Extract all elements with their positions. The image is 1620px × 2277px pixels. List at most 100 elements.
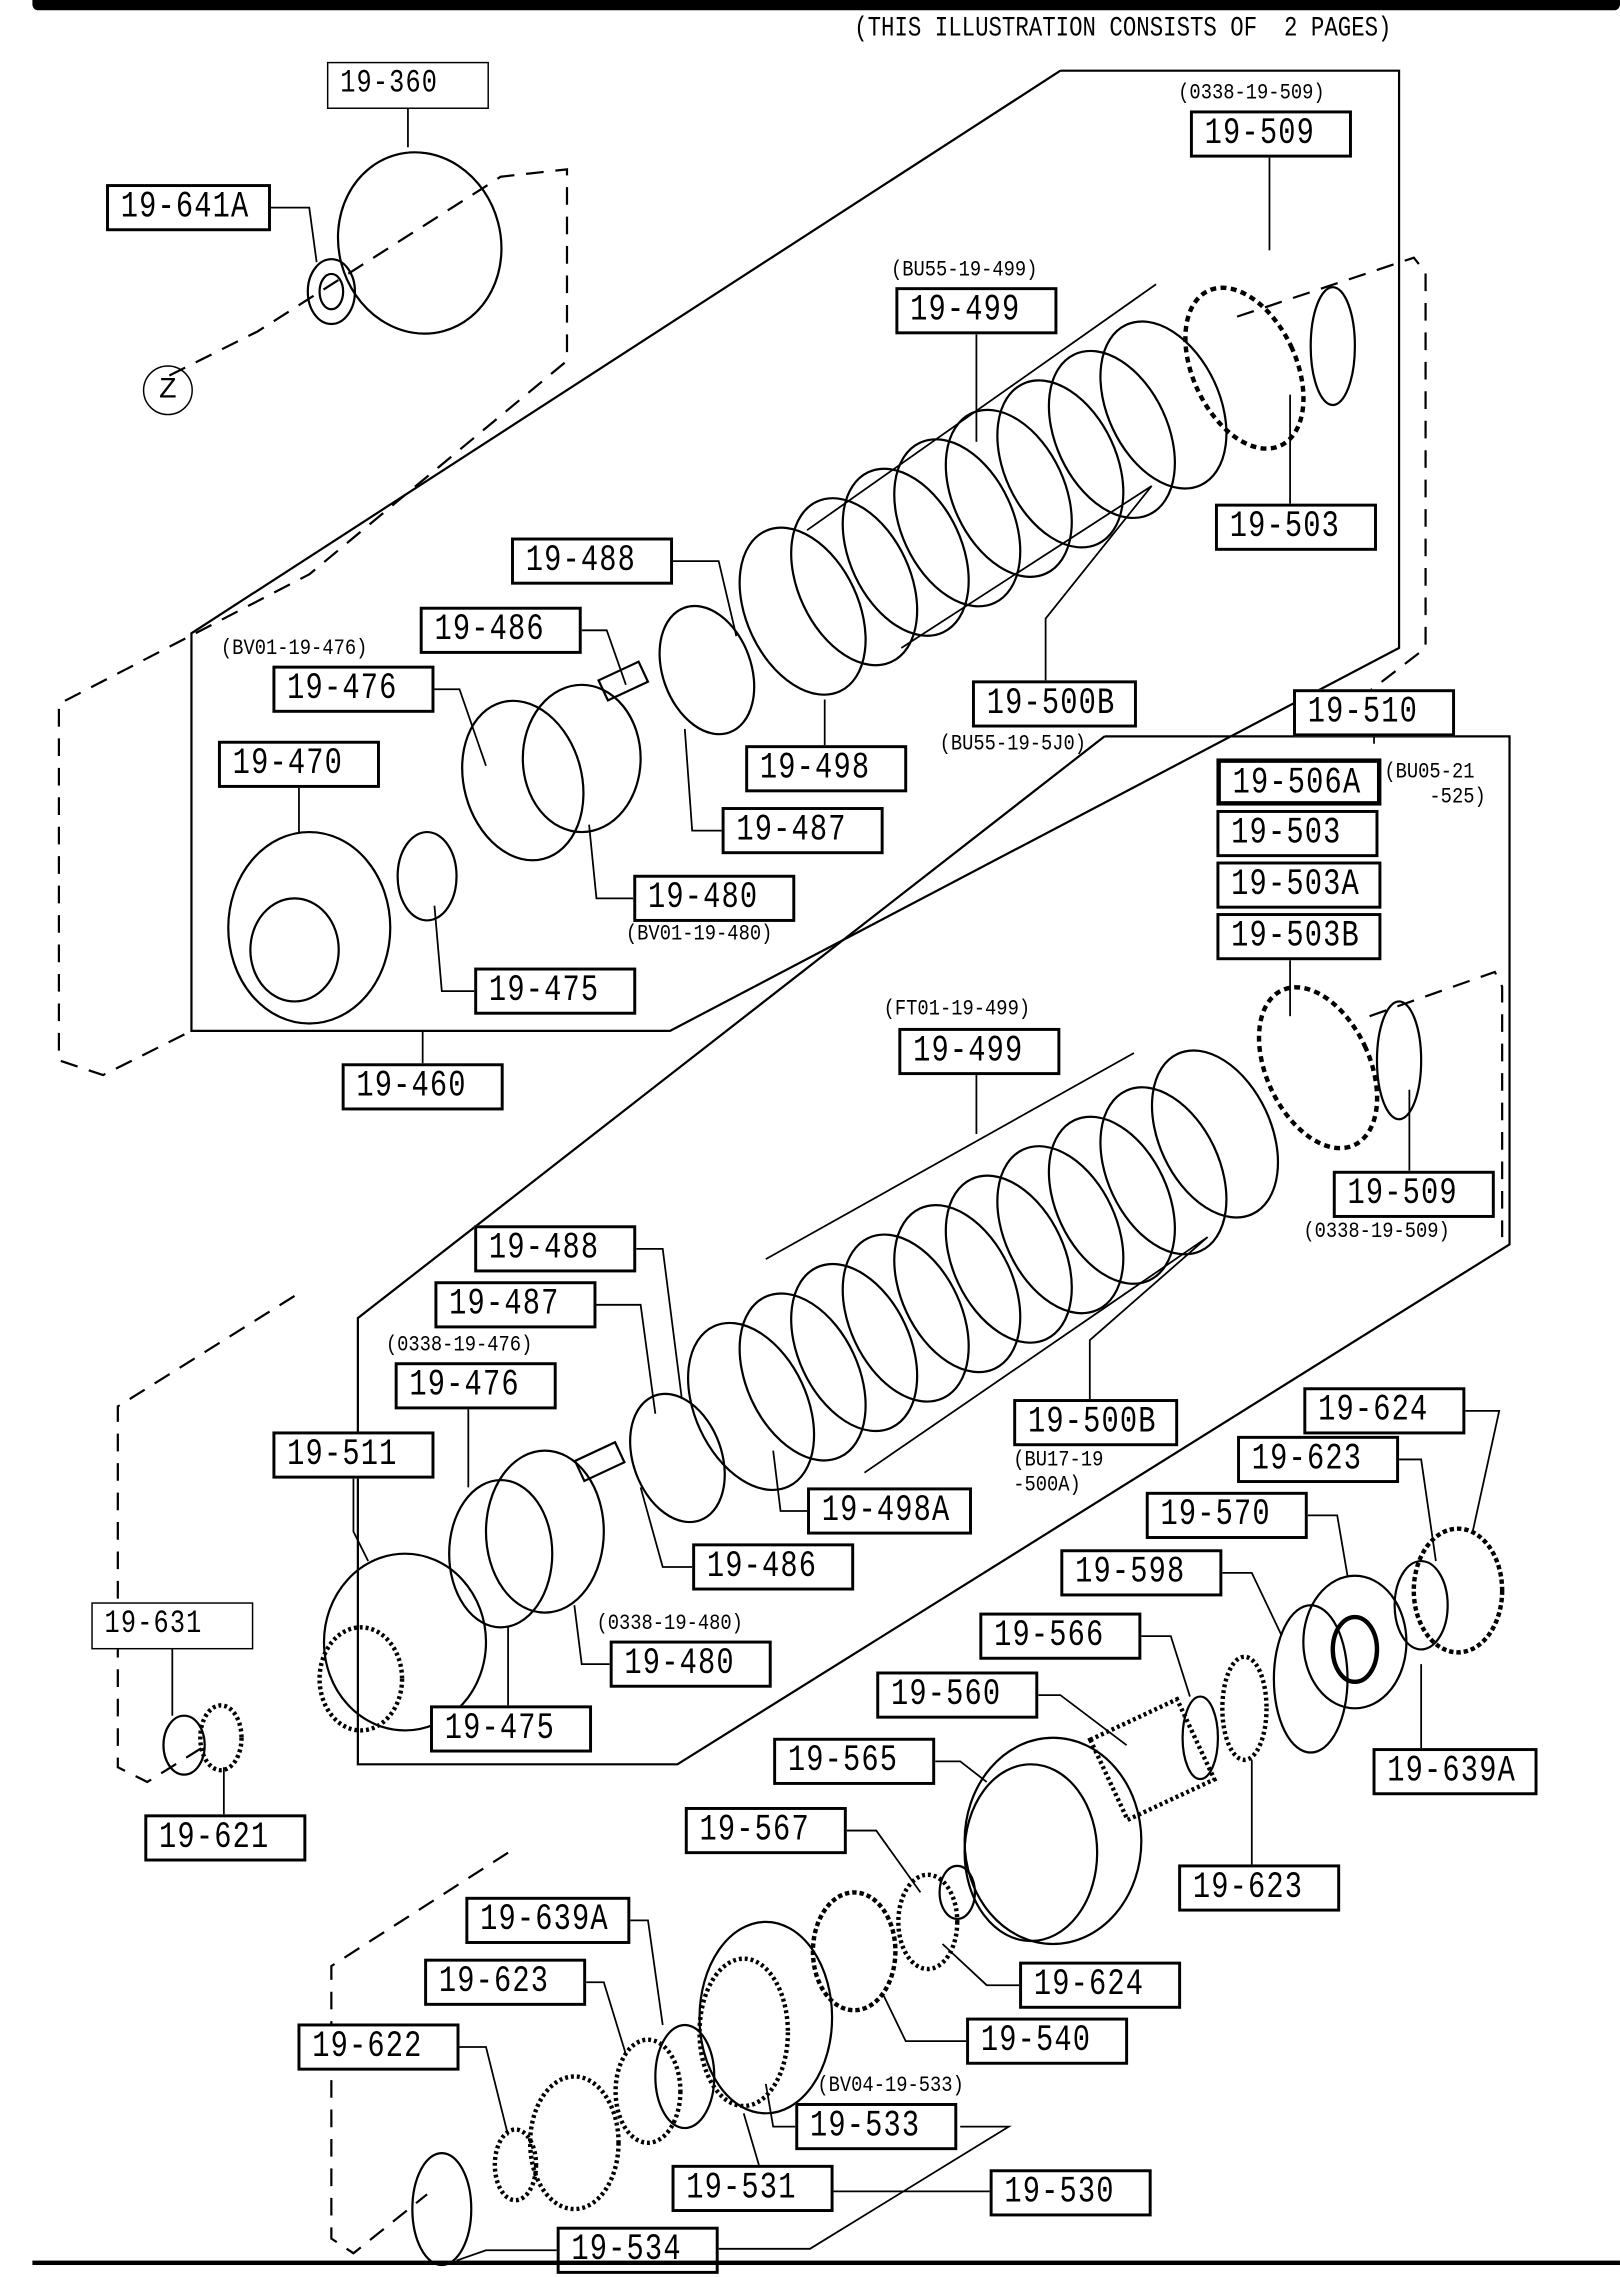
part-callout-19-631[interactable]: 19-631 xyxy=(91,1602,254,1650)
part-callout-19-530[interactable]: 19-530 xyxy=(989,2169,1152,2217)
part-callout-19-533[interactable]: 19-533 xyxy=(795,2103,958,2151)
part-callout-19-509[interactable]: 19-509 xyxy=(1189,110,1352,158)
part-number: 19-533 xyxy=(809,2104,921,2148)
part-number: 19-631 xyxy=(104,1605,203,1643)
part-callout-19-534[interactable]: 19-534 xyxy=(556,2226,719,2274)
part-number: 19-639A xyxy=(480,1898,609,1942)
part-callout-19-567[interactable]: 19-567 xyxy=(684,1807,847,1855)
part-number: 19-499 xyxy=(913,1029,1024,1073)
part-callout-19-641a[interactable]: 19-641A xyxy=(106,184,271,232)
part-callout-19-623[interactable]: 19-623 xyxy=(424,1958,587,2006)
part-callout-19-566[interactable]: 19-566 xyxy=(979,1612,1142,1660)
alt-part-number: (BU55-19-499) xyxy=(890,257,1038,283)
part-callout-19-487[interactable]: 19-487 xyxy=(721,807,884,855)
part-callout-19-506a[interactable]: 19-506A xyxy=(1216,758,1382,806)
part-callout-19-540[interactable]: 19-540 xyxy=(966,2017,1129,2065)
leader-lines xyxy=(171,108,1501,2262)
part-callout-19-498[interactable]: 19-498 xyxy=(745,745,908,793)
part-number: 19-498 xyxy=(759,746,871,790)
part-number: 19-560 xyxy=(890,1672,1002,1716)
part-callout-19-500b[interactable]: 19-500B xyxy=(971,680,1137,728)
part-callout-19-623[interactable]: 19-623 xyxy=(1178,1864,1341,1912)
part-number: 19-509 xyxy=(1204,111,1315,155)
part-callout-19-503[interactable]: 19-503 xyxy=(1214,503,1377,551)
alt-part-number: (BU05-21 -525) xyxy=(1384,759,1486,810)
part-callout-19-470[interactable]: 19-470 xyxy=(217,740,380,788)
part-number: 19-565 xyxy=(787,1739,899,1782)
dashed-outline xyxy=(330,1851,509,2255)
alt-part-number: (BU55-19-5J0) xyxy=(939,731,1087,757)
part-number: 19-509 xyxy=(1347,1172,1458,1215)
part-callout-19-624[interactable]: 19-624 xyxy=(1019,1961,1182,2009)
part-number: 19-487 xyxy=(736,808,847,852)
part-number: 19-500B xyxy=(986,681,1116,725)
part-callout-19-565[interactable]: 19-565 xyxy=(773,1737,936,1785)
part-number: 19-503A xyxy=(1231,863,1360,906)
part-number: 19-486 xyxy=(706,1544,818,1588)
page-note: (THIS ILLUSTRATION CONSISTS OF 2 PAGES) xyxy=(854,11,1392,45)
part-number: 19-500B xyxy=(1027,1400,1157,1444)
part-number: 19-499 xyxy=(910,288,1021,332)
dashed-outline xyxy=(1236,256,1427,738)
part-callout-19-622[interactable]: 19-622 xyxy=(297,2023,460,2071)
part-callout-19-488[interactable]: 19-488 xyxy=(474,1225,637,1273)
part-number: 19-511 xyxy=(287,1432,398,1476)
part-callout-19-598[interactable]: 19-598 xyxy=(1060,1549,1223,1597)
part-callout-19-639a[interactable]: 19-639A xyxy=(1372,1748,1538,1796)
part-callout-19-488[interactable]: 19-488 xyxy=(511,537,674,585)
part-callout-19-475[interactable]: 19-475 xyxy=(474,967,637,1015)
part-callout-19-476[interactable]: 19-476 xyxy=(394,1362,557,1410)
part-callout-19-624[interactable]: 19-624 xyxy=(1303,1387,1466,1435)
lower-clutch-pack xyxy=(686,985,1423,1492)
group-frame-19-510 xyxy=(356,735,1511,1766)
part-callout-19-475[interactable]: 19-475 xyxy=(430,1705,593,1753)
part-callout-19-511[interactable]: 19-511 xyxy=(272,1431,435,1479)
part-number: 19-624 xyxy=(1318,1388,1429,1432)
part-callout-19-503b[interactable]: 19-503B xyxy=(1216,913,1382,961)
part-number: 19-480 xyxy=(647,876,759,919)
part-callout-19-476[interactable]: 19-476 xyxy=(272,665,435,713)
part-number: 19-488 xyxy=(488,1226,600,1270)
part-callout-19-487[interactable]: 19-487 xyxy=(434,1281,597,1329)
part-callout-19-360[interactable]: 19-360 xyxy=(326,61,489,109)
part-callout-19-486[interactable]: 19-486 xyxy=(419,606,582,654)
part-callout-19-480[interactable]: 19-480 xyxy=(609,1640,772,1688)
dashed-outline xyxy=(1369,970,1504,1238)
part-callout-19-531[interactable]: 19-531 xyxy=(671,2164,834,2212)
reference-marker-z: Z xyxy=(142,365,193,416)
part-number: 19-639A xyxy=(1387,1749,1516,1793)
part-callout-19-503a[interactable]: 19-503A xyxy=(1216,861,1382,909)
part-callout-19-480[interactable]: 19-480 xyxy=(633,874,796,922)
top-border xyxy=(32,0,1620,11)
part-number: 19-506A xyxy=(1232,761,1362,805)
part-callout-19-510[interactable]: 19-510 xyxy=(1293,689,1456,737)
part-number: 19-488 xyxy=(525,539,637,582)
part-callout-19-623[interactable]: 19-623 xyxy=(1237,1435,1400,1484)
part-callout-19-486[interactable]: 19-486 xyxy=(692,1543,855,1591)
part-number: 19-598 xyxy=(1075,1550,1186,1594)
part-callout-19-639a[interactable]: 19-639A xyxy=(465,1896,631,1944)
part-callout-19-621[interactable]: 19-621 xyxy=(144,1814,307,1862)
part-number: 19-623 xyxy=(1251,1437,1363,1481)
part-callout-19-499[interactable]: 19-499 xyxy=(895,287,1058,335)
part-callout-19-460[interactable]: 19-460 xyxy=(341,1063,504,1111)
alt-part-number: (BU17-19 -500A) xyxy=(1013,1447,1104,1498)
part-number: 19-476 xyxy=(409,1363,520,1407)
part-callout-19-560[interactable]: 19-560 xyxy=(876,1671,1039,1719)
part-number: 19-623 xyxy=(438,1960,550,2003)
alt-part-number: (0338-19-476) xyxy=(385,1332,533,1358)
part-number: 19-641A xyxy=(120,185,250,229)
part-number: 19-360 xyxy=(340,64,439,102)
part-callout-19-498a[interactable]: 19-498A xyxy=(807,1487,972,1535)
alt-part-number: (0338-19-509) xyxy=(1303,1219,1450,1245)
brake-band-shape xyxy=(336,151,503,335)
part-callout-19-503[interactable]: 19-503 xyxy=(1216,809,1379,858)
part-callout-19-570[interactable]: 19-570 xyxy=(1145,1491,1308,1539)
part-callout-19-509[interactable]: 19-509 xyxy=(1332,1170,1495,1218)
part-number: 19-540 xyxy=(980,2019,1092,2062)
part-number: 19-623 xyxy=(1192,1865,1304,1909)
part-callout-19-499[interactable]: 19-499 xyxy=(898,1027,1061,1076)
part-callout-19-500b[interactable]: 19-500B xyxy=(1013,1399,1179,1447)
part-number: 19-621 xyxy=(159,1815,270,1859)
